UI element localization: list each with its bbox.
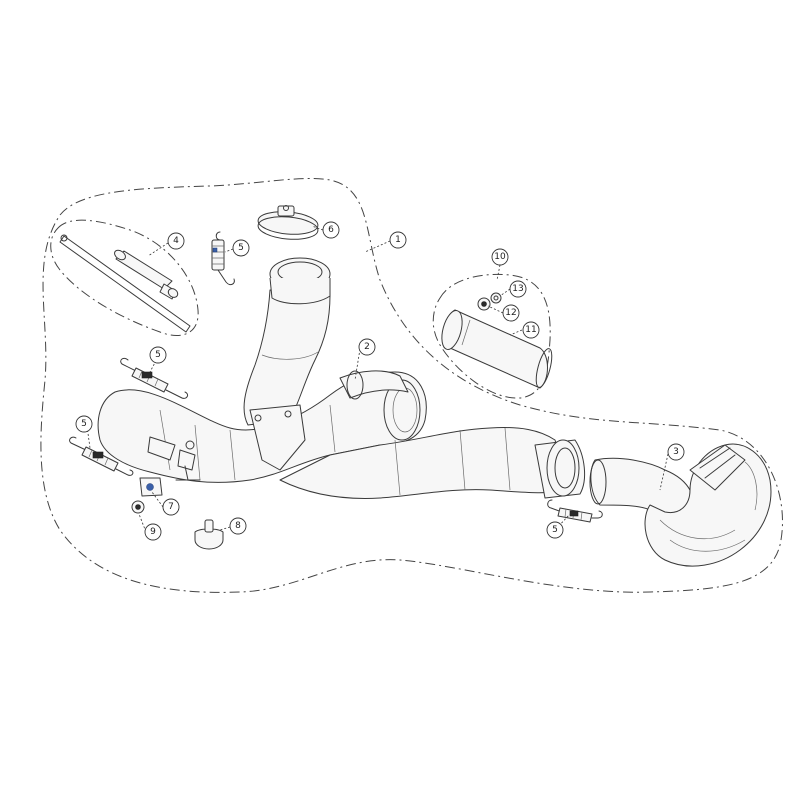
svg-text:8: 8: [235, 521, 241, 531]
mid-pipe: [279, 370, 586, 499]
leader-lines: [86, 225, 669, 533]
svg-text:5: 5: [238, 243, 244, 253]
hex-nut-12: [477, 297, 491, 311]
svg-text:5: 5: [81, 419, 87, 429]
callout-5-right: 5: [546, 521, 564, 539]
spring-top: [211, 231, 235, 286]
svg-text:4: 4: [173, 236, 179, 246]
washer-13: [490, 292, 502, 304]
spring-right: [547, 499, 603, 523]
pipe-clamp: [257, 205, 319, 240]
callout-13: 13: [509, 280, 527, 298]
callout-6: 6: [322, 221, 340, 239]
callout-5-left-upper: 5: [149, 346, 167, 364]
assembly-1-boundary: [40, 178, 783, 593]
sleeve: [441, 309, 553, 389]
header-pipe: [97, 257, 427, 483]
callout-10: 10: [491, 248, 509, 266]
callout-2: 2: [358, 338, 376, 356]
callout-7: 7: [162, 498, 180, 516]
callout-3: 3: [667, 443, 685, 461]
nut-9: [131, 500, 145, 514]
link-pipe: [589, 443, 772, 567]
svg-text:1: 1: [395, 235, 401, 245]
callout-1: 1: [389, 231, 407, 249]
callout-4: 4: [167, 232, 185, 250]
callout-9: 9: [144, 523, 162, 541]
svg-text:5: 5: [552, 525, 558, 535]
svg-text:5: 5: [155, 350, 161, 360]
strap-tube-kit: [59, 234, 191, 333]
svg-text:13: 13: [512, 284, 523, 294]
spring-left-lower: [69, 436, 134, 476]
svg-text:2: 2: [364, 342, 370, 352]
callout-12: 12: [502, 304, 520, 322]
svg-text:12: 12: [505, 308, 516, 318]
svg-text:11: 11: [525, 325, 536, 335]
callout-8: 8: [229, 517, 247, 535]
spring-left-upper: [120, 357, 189, 399]
bumper-8: [194, 519, 224, 550]
svg-text:9: 9: [150, 527, 156, 537]
svg-text:7: 7: [168, 502, 174, 512]
plate-nut-7: [139, 477, 163, 497]
callout-5-top: 5: [232, 239, 250, 257]
callout-5-left-lower: 5: [75, 415, 93, 433]
svg-text:3: 3: [673, 447, 679, 457]
svg-text:6: 6: [328, 225, 334, 235]
callout-11: 11: [522, 321, 540, 339]
svg-text:10: 10: [494, 252, 506, 262]
